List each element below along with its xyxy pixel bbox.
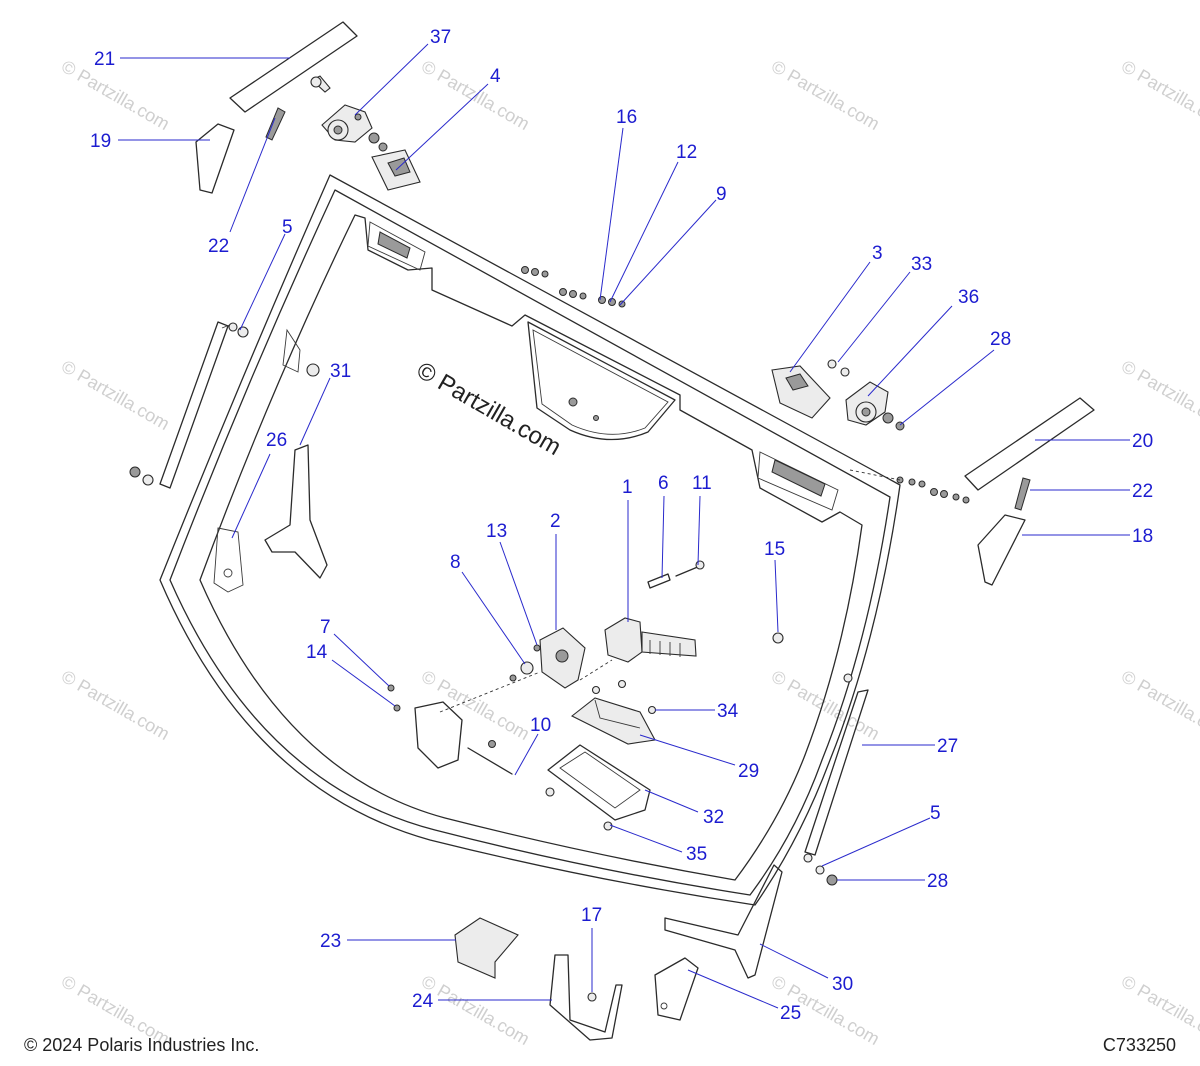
callout-2: 2 (550, 511, 561, 532)
watermark-text: © Partzilla.com (58, 356, 173, 434)
callout-6: 6 (658, 473, 669, 494)
watermark-text: © Partzilla.com (1118, 666, 1200, 744)
callout-1: 1 (622, 477, 633, 498)
callout-22-right: 22 (1132, 481, 1153, 502)
part-24-u-bracket (549, 954, 623, 1041)
callout-4: 4 (490, 66, 501, 87)
part-20-strip (964, 397, 1095, 491)
callout-28-right: 28 (927, 871, 948, 892)
callout-37: 37 (430, 27, 451, 48)
part-36-hinge-right (827, 359, 905, 431)
callout-25: 25 (780, 1003, 801, 1024)
watermark-text: © Partzilla.com (58, 666, 173, 744)
leader-lines (118, 43, 1130, 1009)
watermark-text: © Partzilla.com (768, 666, 883, 744)
part-37-hinge-left (310, 75, 388, 152)
watermark-text: © Partzilla.com (768, 56, 883, 134)
part-30-bracket (664, 864, 783, 979)
callout-36: 36 (958, 287, 979, 308)
callout-10: 10 (530, 715, 551, 736)
callout-30: 30 (832, 974, 853, 995)
callout-11: 11 (692, 473, 712, 494)
part-25-bracket (654, 957, 699, 1021)
callout-20: 20 (1132, 431, 1153, 452)
copyright-text: © 2024 Polaris Industries Inc. (24, 1035, 260, 1055)
fasteners-right (849, 469, 970, 504)
part-23-cover (454, 917, 519, 979)
watermark-text: © Partzilla.com (58, 56, 173, 134)
callout-19: 19 (90, 131, 111, 152)
part-22-strip-right (1014, 477, 1031, 511)
watermark-text: © Partzilla.com (418, 971, 533, 1049)
callout-22: 22 (208, 236, 229, 257)
callout-15: 15 (764, 539, 785, 560)
callout-13: 13 (486, 521, 507, 542)
callout-3: 3 (872, 243, 883, 264)
callout-31: 31 (330, 361, 351, 382)
callout-32: 32 (703, 807, 724, 828)
callout-5: 5 (282, 217, 293, 238)
part-21-strip (229, 21, 358, 113)
callout-16: 16 (616, 107, 637, 128)
part-22-strip-left (265, 107, 286, 141)
callout-28: 28 (990, 329, 1011, 350)
part-19-pad (195, 123, 235, 194)
callout-9: 9 (716, 184, 727, 205)
watermark-pattern: © Partzilla.com © Partzilla.com © Partzi… (58, 56, 1200, 1049)
callout-12: 12 (676, 142, 697, 163)
callout-5-right: 5 (930, 803, 941, 824)
part-26-bracket (264, 444, 328, 579)
drawing-code: C733250 (1102, 1035, 1176, 1055)
watermark-text: © Partzilla.com (1118, 56, 1200, 134)
part-31-nut (306, 363, 320, 377)
callout-35: 35 (686, 844, 707, 865)
callout-27: 27 (937, 736, 958, 757)
part-3-hinge-plate-right (771, 365, 831, 419)
callout-7: 7 (320, 617, 331, 638)
latch-assembly (387, 560, 705, 831)
part-15-nut (772, 632, 784, 644)
callout-17: 17 (581, 905, 602, 926)
callout-18: 18 (1132, 526, 1153, 547)
callout-33: 33 (911, 254, 932, 275)
callout-34: 34 (717, 701, 739, 722)
callout-29: 29 (738, 761, 759, 782)
watermark-main: © Partzilla.com (412, 357, 566, 461)
window-panel (159, 174, 901, 906)
callout-labels: 21 37 4 19 22 5 16 12 9 3 33 36 28 31 26… (90, 27, 1153, 1024)
fasteners-top-center (521, 266, 626, 308)
part-27-strut-right (803, 673, 869, 886)
callout-14: 14 (306, 642, 328, 663)
callout-23: 23 (320, 931, 341, 952)
part-27-strut-left (129, 321, 249, 489)
part-18-pad (977, 514, 1026, 586)
part-17-nut (587, 992, 597, 1002)
callout-21: 21 (94, 49, 115, 70)
callout-24: 24 (412, 991, 434, 1012)
callout-8: 8 (450, 552, 461, 573)
callout-26: 26 (266, 430, 287, 451)
watermark-text: © Partzilla.com (1118, 356, 1200, 434)
